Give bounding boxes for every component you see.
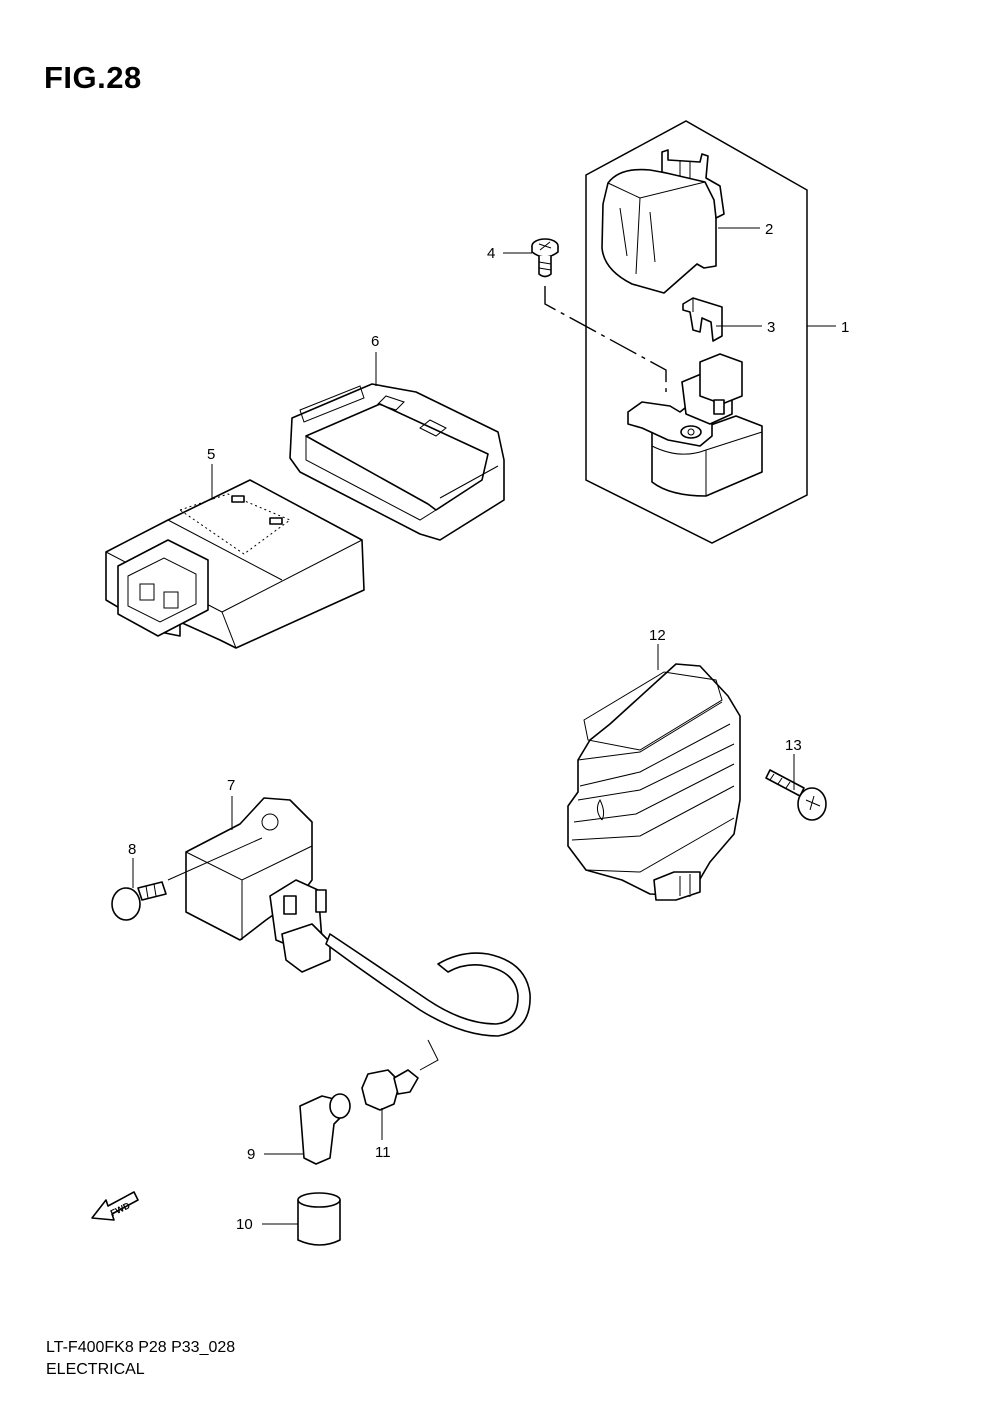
callout-9: 9	[247, 1146, 255, 1163]
callout-10: 10	[236, 1216, 253, 1233]
callout-1: 1	[841, 319, 849, 336]
part-12-regulator	[567, 663, 741, 901]
callout-12: 12	[649, 627, 666, 644]
part-9-elbow-cap	[299, 1093, 351, 1165]
part-13-bolt	[765, 769, 827, 821]
model-code: LT-F400FK8 P28 P33_028	[46, 1339, 236, 1356]
callout-7: 7	[227, 777, 235, 794]
assembly-1-frame	[585, 120, 808, 544]
section-title: ELECTRICAL	[46, 1361, 145, 1378]
part-4-screw	[531, 238, 559, 278]
cable-to-cap-line	[419, 1039, 439, 1071]
callout-5: 5	[207, 446, 215, 463]
part-5-cdi-unit	[105, 479, 365, 649]
part-10-boot	[297, 1192, 341, 1246]
callout-4: 4	[487, 245, 495, 262]
part-8-bolt	[111, 881, 167, 921]
callout-2: 2	[765, 221, 773, 238]
callout-11: 11	[375, 1144, 391, 1161]
callout-6: 6	[371, 333, 379, 350]
callout-8: 8	[128, 841, 136, 858]
ignition-cable	[325, 933, 531, 1037]
callout-3: 3	[767, 319, 775, 336]
fwd-arrow-icon: FWD	[91, 1191, 139, 1221]
callout-13: 13	[785, 737, 802, 754]
bolt-8-mounting-line	[167, 837, 263, 881]
figure-title: FIG.28	[44, 60, 142, 95]
part-11-plug-cap	[361, 1069, 419, 1111]
part-3-fuse	[682, 297, 723, 342]
screw-mounting-line	[544, 286, 667, 392]
part-2-relay-cover	[601, 149, 725, 294]
part-1-starter-relay	[627, 353, 763, 497]
part-6-holder	[289, 383, 505, 541]
part-7-ignition-coil	[185, 797, 331, 973]
